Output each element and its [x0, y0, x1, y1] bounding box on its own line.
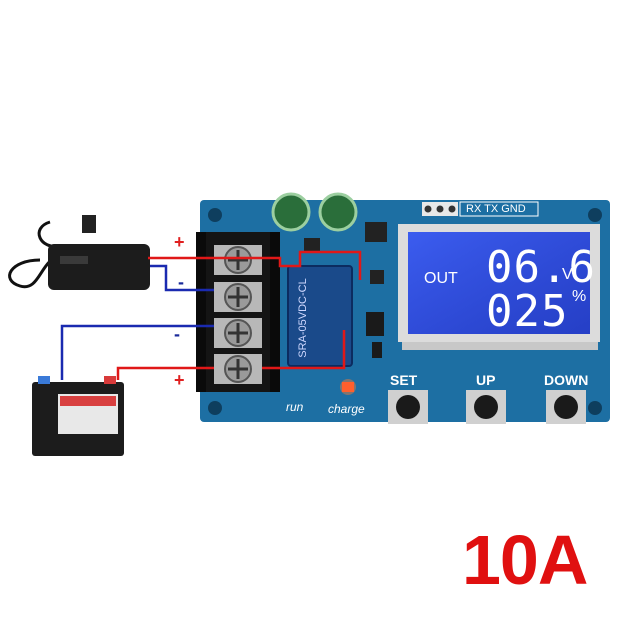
header-pin-label: RX TX GND	[466, 203, 526, 215]
lcd-voltage-unit: V	[562, 266, 573, 283]
lcd-out-label: OUT	[424, 270, 458, 287]
polarity-third: -	[174, 324, 180, 344]
charge-led	[342, 382, 354, 392]
relay	[287, 265, 353, 367]
up-button[interactable]	[466, 390, 506, 424]
charge-label: charge	[328, 402, 365, 416]
capacitor	[318, 192, 358, 232]
terminal-screw	[214, 318, 262, 348]
terminal-screw	[214, 245, 262, 275]
lcd-pins	[402, 342, 598, 350]
ic-chip	[365, 222, 387, 242]
polarity-top: +	[174, 232, 185, 252]
mounting-hole	[588, 208, 602, 222]
transistor	[370, 270, 384, 284]
diode	[366, 312, 384, 336]
charger-adapter	[8, 215, 150, 290]
header-pins	[422, 201, 539, 217]
mounting-hole	[588, 401, 602, 415]
terminal-screw	[214, 354, 262, 384]
headline-current-rating: 10A	[462, 521, 588, 599]
set-button[interactable]	[388, 390, 428, 424]
terminal-screw	[214, 282, 262, 312]
wiring	[60, 250, 362, 380]
set-button-label: SET	[390, 372, 418, 388]
mounting-hole	[208, 401, 222, 415]
polarity-bottom: +	[174, 370, 185, 390]
mounting-hole	[208, 208, 222, 222]
up-button-label: UP	[476, 372, 496, 388]
smd-part	[372, 342, 382, 358]
lcd-percent: 025	[486, 286, 569, 337]
lcd-percent-unit: %	[572, 288, 587, 305]
lcd-voltage: 06.6	[486, 242, 596, 293]
relay-text: SRA-05VDC-CL	[297, 278, 309, 357]
down-button[interactable]	[546, 390, 586, 424]
polarity-second: -	[178, 272, 184, 292]
transistor	[304, 238, 320, 252]
run-label: run	[286, 400, 304, 414]
battery	[32, 376, 124, 456]
down-button-label: DOWN	[544, 372, 589, 388]
capacitor	[271, 192, 311, 232]
